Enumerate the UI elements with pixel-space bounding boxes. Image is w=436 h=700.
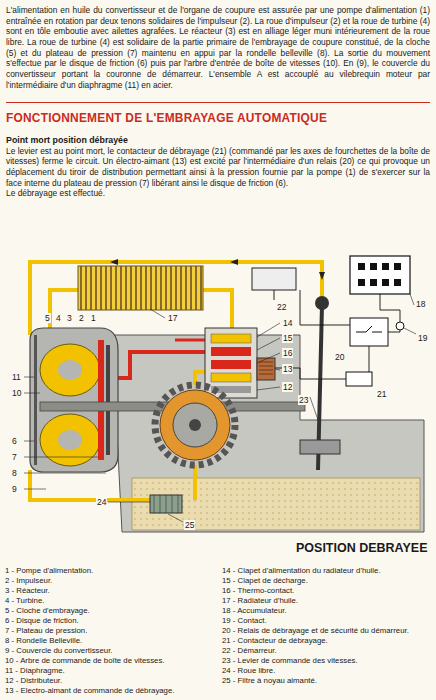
parts-list-item: 5 - Cloche d'embrayage.: [5, 606, 217, 616]
callout-number: 2: [78, 313, 85, 323]
subheading: Point mort position débrayée: [6, 135, 430, 146]
callout-number: 4: [55, 313, 62, 323]
parts-list-item: 13 - Electro-aimant de commande de débra…: [5, 686, 217, 696]
callout-number: 22: [276, 302, 287, 312]
parts-list-item: 20 - Relais de débrayage et de sécurité …: [222, 626, 432, 636]
parts-list-item: 22 - Démarreur.: [222, 646, 432, 656]
parts-list-item: 14 - Clapet d'alimentation du radiateur …: [222, 566, 432, 576]
parts-list-item: 2 - Impulseur.: [5, 576, 217, 586]
body-paragraph: Le levier est au point mort, le contacte…: [6, 146, 430, 189]
callout-number: 3: [66, 313, 73, 323]
parts-list-item: 4 - Turbine.: [5, 596, 217, 606]
callout-number: 24: [96, 497, 107, 507]
callout-number: 5: [44, 313, 51, 323]
parts-list-item: 18 - Accumulateur.: [222, 606, 432, 616]
callout-number: 12: [282, 382, 293, 392]
parts-list-item: 6 - Disque de friction.: [5, 616, 217, 626]
callout-number: 21: [376, 389, 387, 399]
parts-list-item: 3 - Réacteur.: [5, 586, 217, 596]
callout-number: 9: [11, 484, 18, 494]
figure-caption: POSITION DEBRAYEE: [296, 541, 428, 555]
callout-number: 18: [415, 299, 426, 309]
parts-list-item: 21 - Contacteur de débrayage.: [222, 636, 432, 646]
callout-number: 8: [11, 468, 18, 478]
callout-number: 14: [282, 318, 293, 328]
parts-list-item: 1 - Pompe d'alimentation.: [5, 566, 217, 576]
parts-list-item: 7 - Plateau de pression.: [5, 626, 217, 636]
parts-list-item: 10 - Arbre de commande de boîte de vites…: [5, 656, 217, 666]
parts-list-item: 25 - Filtre à noyau aimanté.: [222, 676, 432, 686]
body-paragraph: L'alimentation en huile du convertisseur…: [6, 5, 430, 90]
callout-number: 23: [298, 395, 309, 405]
callout-number: 13: [282, 364, 293, 374]
parts-list-item: 15 - Clapet de décharge.: [222, 576, 432, 586]
callout-number: 20: [334, 352, 345, 362]
parts-list-item: 19 - Contact.: [222, 616, 432, 626]
parts-list-item: 23 - Levier de commande des vitesses.: [222, 656, 432, 666]
parts-list-item: 8 - Rondelle Belleville.: [5, 636, 217, 646]
callout-number: 7: [11, 452, 18, 462]
callout-number: 25: [184, 520, 195, 530]
section-title: FONCTIONNEMENT DE L'EMBRAYAGE AUTOMATIQU…: [6, 102, 430, 126]
body-paragraph: Le débrayage est effectué.: [6, 188, 430, 199]
text-column: L'alimentation en huile du convertisseur…: [6, 5, 430, 199]
callout-number: 16: [282, 348, 293, 358]
callout-number: 19: [417, 333, 428, 343]
callout-number: 17: [167, 313, 178, 323]
callout-number: 15: [282, 333, 293, 343]
parts-list-item: 17 - Radiateur d'huile.: [222, 596, 432, 606]
parts-list-item: 9 - Couvercle du convertisseur.: [5, 646, 217, 656]
parts-list-item: 24 - Roue libre.: [222, 666, 432, 676]
callout-number: 1: [90, 313, 97, 323]
callout-number: 6: [11, 436, 18, 446]
callout-number: 10: [11, 388, 22, 398]
parts-list-item: 11 - Diaphragme.: [5, 666, 217, 676]
callout-number: 11: [11, 372, 22, 382]
parts-list-item: 16 - Thermo-contact.: [222, 586, 432, 596]
parts-list-item: 12 - Distributeur.: [5, 676, 217, 686]
